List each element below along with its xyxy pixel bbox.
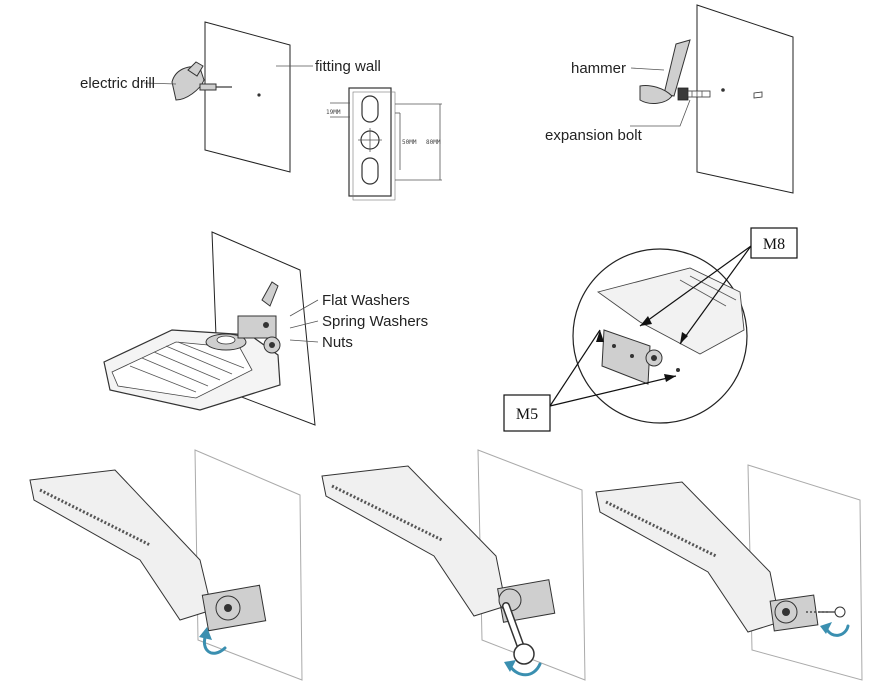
mounting-bracket <box>237 281 281 354</box>
bracket-plate <box>348 87 392 197</box>
step-screw-detail: M8 M5 <box>503 227 798 432</box>
wall-panel-right <box>696 4 794 194</box>
detail-bracket <box>601 329 651 385</box>
dim-50mm: 50MM <box>402 139 417 146</box>
leader-expansion-bolt <box>630 99 691 127</box>
label-fitting-wall: fitting wall <box>315 58 381 75</box>
drill-hole <box>257 93 261 97</box>
step-drill: electric drill fitting wall <box>80 21 381 173</box>
step-adjust-2 <box>321 449 586 681</box>
expansion-bolt-icon <box>677 87 711 101</box>
leader-electric-drill <box>143 82 177 85</box>
dim-19mm: 19MM <box>326 109 341 116</box>
step-mount-fixture: Flat Washers Spring Washers Nuts <box>103 231 428 426</box>
label-expansion-bolt: expansion bolt <box>545 127 643 144</box>
wrench-icon <box>502 602 535 665</box>
bottom-slot <box>361 157 379 185</box>
step-adjust-3 <box>595 464 863 681</box>
leader-hammer <box>630 67 665 71</box>
fitting-wall-panel <box>204 21 291 173</box>
label-hammer: hammer <box>571 60 626 77</box>
dim-80mm: 80MM <box>426 139 441 146</box>
label-m8: M8 <box>763 236 785 253</box>
label-spring-washers: Spring Washers <box>322 313 428 330</box>
fixture-body <box>103 329 281 411</box>
step-hammer: hammer expansion bolt <box>545 4 794 194</box>
step-adjust-1 <box>29 449 303 681</box>
top-slot <box>361 95 379 123</box>
label-m5: M5 <box>516 406 538 423</box>
label-flat-washers: Flat Washers <box>322 292 410 309</box>
hammer-icon <box>639 39 691 104</box>
label-nuts: Nuts <box>322 334 353 351</box>
bracket-dimension-drawing: 19MM 50MM 80MM <box>326 87 442 201</box>
m5-box <box>503 394 551 432</box>
screw-icon <box>806 606 846 618</box>
m8-box <box>750 227 798 259</box>
label-electric-drill: electric drill <box>80 75 155 92</box>
electric-drill-icon <box>171 61 232 101</box>
rotate-arrow-icon-2 <box>508 662 542 677</box>
rotate-arrow-icon-3 <box>824 624 850 637</box>
